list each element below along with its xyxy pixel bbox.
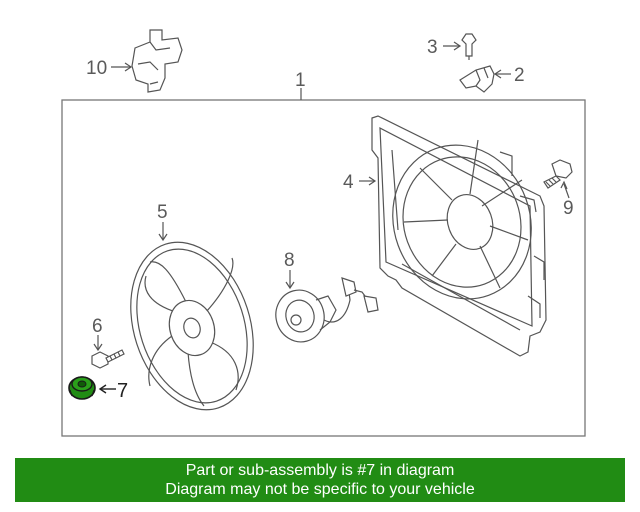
callout-5: 5	[157, 202, 168, 223]
callout-7: 7	[117, 380, 128, 402]
part-6-bolt[interactable]	[91, 349, 125, 369]
fan-assembly-diagram: 1 10 3 2 4 9	[61, 29, 586, 437]
part-2-clip[interactable]	[459, 65, 495, 93]
callout-3: 3	[427, 37, 438, 58]
part-8-motor[interactable]	[270, 277, 379, 347]
part-10-bracket[interactable]	[131, 29, 183, 93]
part-9-bolt[interactable]	[543, 159, 573, 189]
banner-line-1: Part or sub-assembly is #7 in diagram	[185, 462, 455, 479]
part-7-bushing[interactable]	[68, 376, 96, 400]
assembly-boundary	[61, 99, 586, 437]
part-3-pin[interactable]	[461, 33, 477, 60]
callout-8: 8	[284, 250, 295, 271]
callout-10: 10	[86, 58, 107, 79]
banner-line-2: Diagram may not be specific to your vehi…	[165, 481, 475, 498]
part-5-fan[interactable]	[110, 226, 273, 425]
callout-6: 6	[92, 316, 103, 337]
callout-2: 2	[514, 65, 525, 86]
callout-1: 1	[295, 70, 306, 91]
part-4-fan-shroud[interactable]	[371, 115, 552, 357]
callout-9: 9	[563, 198, 574, 219]
fitment-banner: Part or sub-assembly is #7 in diagram Di…	[15, 458, 625, 502]
callout-4: 4	[343, 172, 354, 193]
